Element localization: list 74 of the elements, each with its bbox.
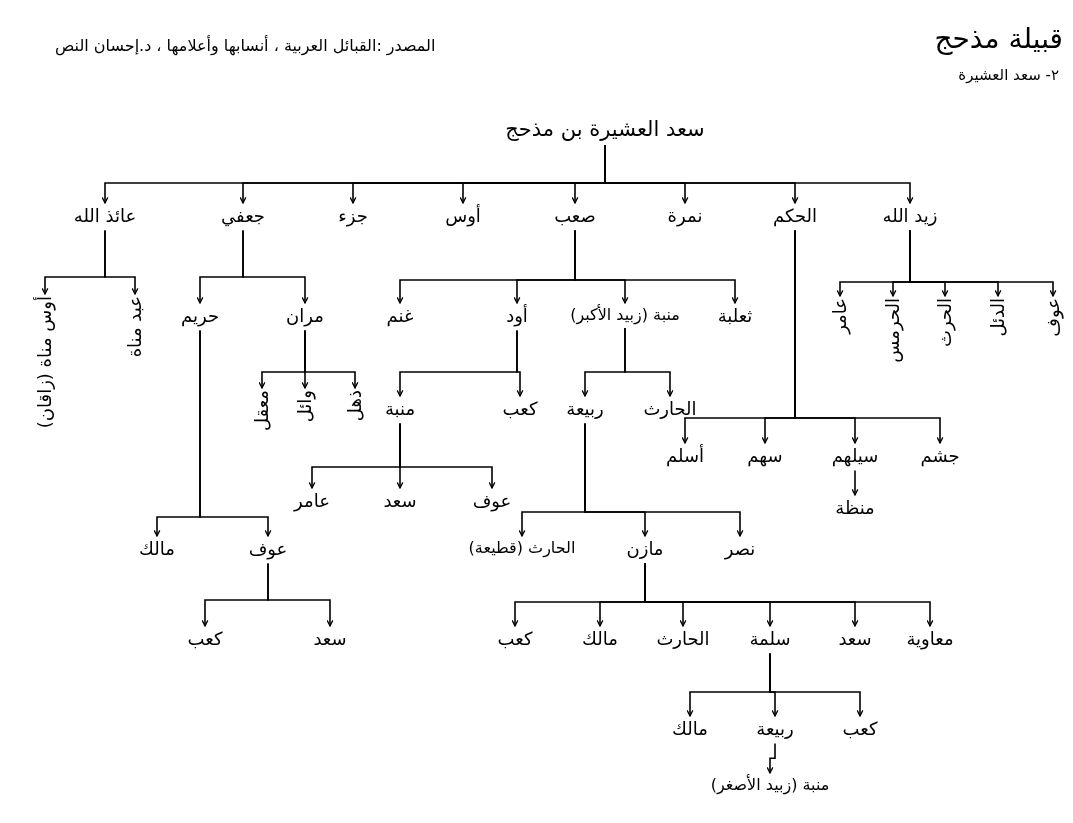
arrow (201, 562, 269, 627)
tribe-name: مازن (626, 538, 664, 561)
arrow (851, 469, 859, 496)
arrow (396, 329, 518, 397)
tribe-name: أوس (445, 205, 481, 228)
tribe-name: جعفي (221, 205, 265, 228)
tribe-name: وائل (293, 390, 317, 423)
arrow (41, 229, 106, 295)
tribe-name: عامر (828, 298, 852, 334)
tribe-name: سيلهم (831, 445, 879, 468)
tribe-name: ثعلبة (717, 305, 753, 328)
tribe-name: الحرث (933, 298, 957, 347)
tribe-name: جشم (920, 445, 960, 468)
tribe-name: منبة (زبيد الأكبر) (570, 305, 680, 325)
tribe-name: ربيعة (566, 398, 604, 421)
tribe-name: الحرمس (881, 298, 905, 363)
tribe-name: ذهل (343, 390, 367, 422)
arrow (196, 229, 244, 304)
tribe-name: الدئل (986, 298, 1010, 337)
tribe-name: سعد (838, 628, 872, 651)
tribe-name: نصر (724, 538, 756, 561)
tribe-name: منظة (835, 497, 875, 520)
arrow (153, 329, 201, 537)
arrow (681, 229, 796, 444)
tribe-name: كعب (502, 398, 538, 421)
arrow (308, 422, 401, 489)
tribe-name: الحارث (656, 628, 710, 651)
tribe-name: معقل (250, 390, 274, 432)
tribe-name: صعب (554, 205, 596, 228)
tribe-name: مالك (139, 538, 175, 561)
tribe-name: سعد العشيرة بن مذحج (505, 116, 705, 143)
tribe-name: نمرة (667, 205, 703, 228)
title: قبيلة مذحج (934, 22, 1063, 56)
source-note: المصدر :القبائل العربية ، أنسابها وأعلامها ، د.إحسان النص (55, 36, 436, 56)
tribe-name: سعد (383, 490, 417, 513)
tribe-name: الحكم (773, 205, 817, 228)
arrow (511, 562, 646, 627)
tribe-name: كعب (187, 628, 223, 651)
tribe-name: سعد (313, 628, 347, 651)
tribe-name: مالك (672, 718, 708, 741)
tribe-name: ربيعة (756, 718, 794, 741)
tribe-name: منبة (زبيد الأصغر) (710, 775, 830, 795)
tribe-name: غنم (386, 305, 414, 328)
tribe-name: كعب (842, 718, 878, 741)
tribe-name: عوف (248, 538, 288, 561)
tribe-name: أسلم (666, 445, 704, 468)
tribe-name: عائذ الله (73, 205, 137, 228)
tribe-name: سهم (747, 445, 783, 468)
tribe-name: جزء (338, 205, 368, 228)
subtitle: ٢- سعد العشيرة (958, 66, 1059, 84)
tribe-name: مالك (582, 628, 618, 651)
tribe-name: كعب (497, 628, 533, 651)
arrow (258, 329, 306, 389)
arrow (396, 229, 576, 304)
tribe-name: سلمة (749, 628, 791, 651)
arrow (518, 422, 586, 537)
arrow (766, 742, 776, 774)
tribe-name: الحارث (قطيعة) (468, 538, 576, 558)
arrow (581, 327, 626, 397)
tribe-name: معاوية (906, 628, 954, 651)
arrow (836, 229, 911, 297)
tribe-name: الحارث (643, 398, 697, 421)
arrow (101, 144, 606, 204)
tribe-name: حريم (180, 305, 220, 328)
tribe-name: عامر (294, 490, 330, 513)
arrow (686, 652, 771, 717)
tribe-name: عوف (1041, 298, 1065, 337)
tribe-name: أوس مناة (زاقان) (33, 296, 57, 429)
tribe-name: مران (286, 305, 324, 328)
tribe-name: أود (506, 305, 528, 328)
tribe-name: عبد مناة (123, 296, 147, 358)
tribe-name: زيد الله (882, 205, 938, 228)
tribe-name: عوف (472, 490, 512, 513)
tribe-name: منبة (384, 398, 416, 421)
